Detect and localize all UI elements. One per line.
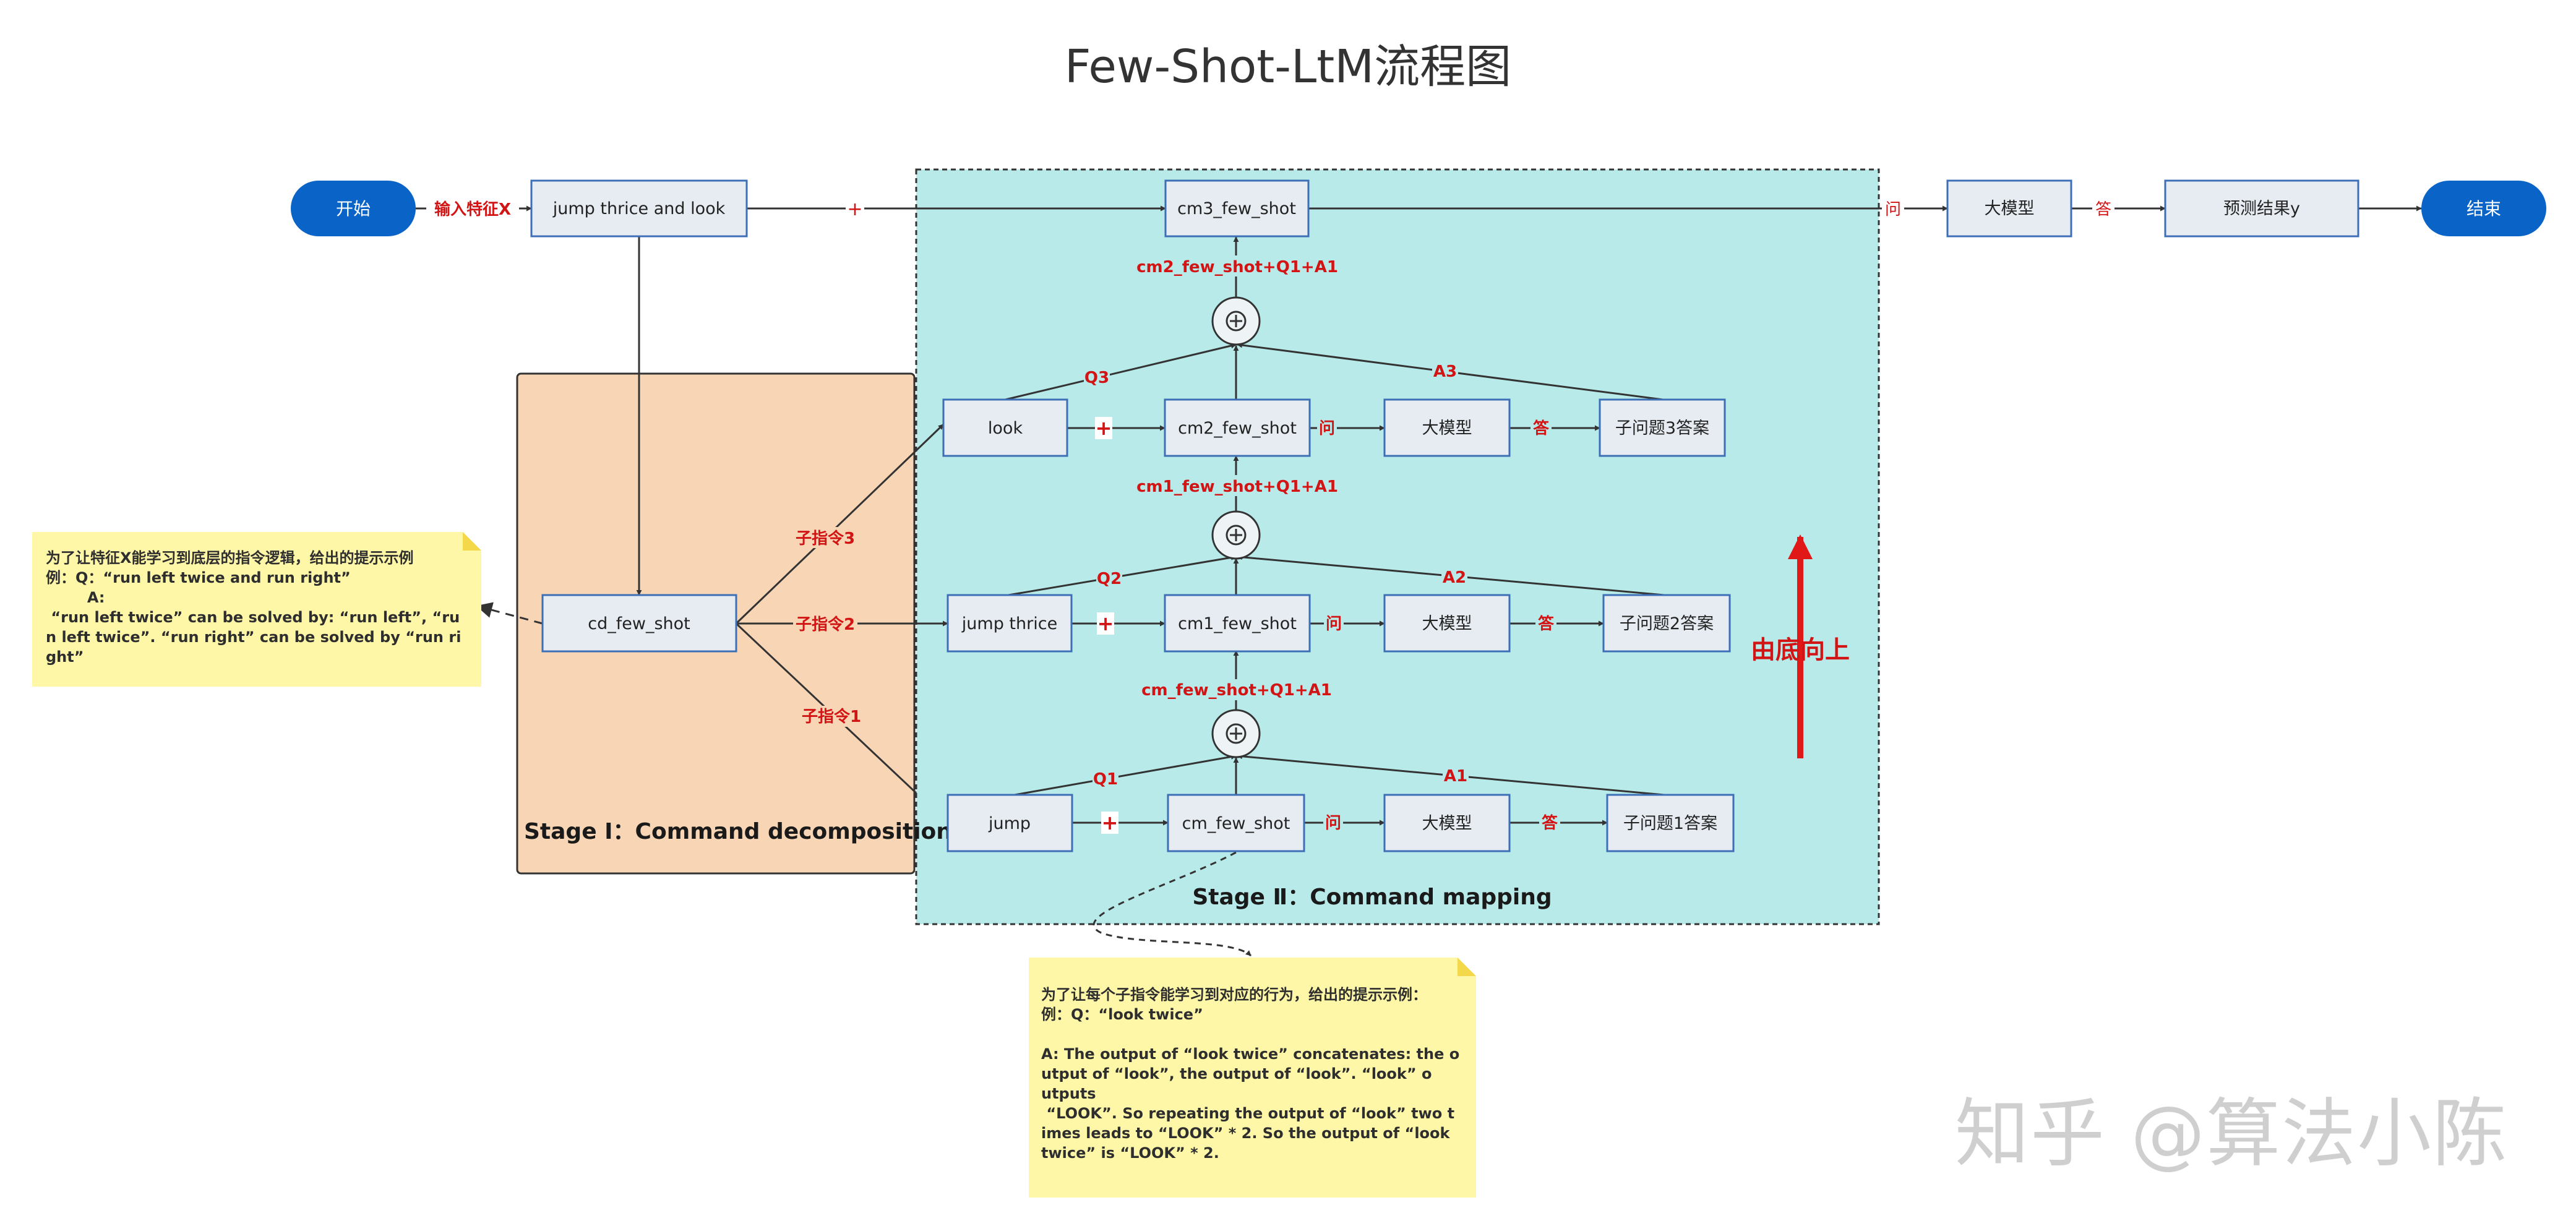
answer3-node <box>1599 398 1726 457</box>
end-node: 结束 <box>2421 181 2546 236</box>
edge-label-input: 输入特征X <box>434 200 511 219</box>
edge-label-ask-r2: 问 <box>1326 615 1342 633</box>
edge-label-plus-r3: + <box>1096 416 1112 440</box>
edge-cd-look <box>735 423 945 625</box>
llm-q1-label: 大模型 <box>1422 814 1472 833</box>
prediction-node <box>2164 179 2359 238</box>
note-left-line: 为了让特征X能学习到底层的指令逻辑，给出的提示示例 <box>46 549 414 567</box>
edge-label-ask-r3: 问 <box>1319 419 1335 438</box>
llm-q2-label: 大模型 <box>1422 614 1472 633</box>
note-bottom-line: 例：Q：“look twice” <box>1041 1006 1203 1023</box>
note-decomposition-example: 为了让特征X能学习到底层的指令逻辑，给出的提示示例 例：Q：“run left … <box>32 532 481 687</box>
final-llm-node <box>1946 179 2072 238</box>
stage-decomposition-label: Stage Ⅰ：Command decomposition <box>524 819 952 844</box>
llm-q3-label: 大模型 <box>1422 419 1472 438</box>
note-left-line: n left twice”. “run right” can be solved… <box>46 628 462 646</box>
note-mapping-example: 为了让每个子指令能学习到对应的行为，给出的提示示例： 例：Q：“look twi… <box>1029 958 1476 1198</box>
jump-thrice-node <box>947 594 1073 653</box>
edge-label-q2: Q2 <box>1097 570 1122 588</box>
note-bottom-line: twice” is “LOOK” * 2. <box>1041 1144 1219 1162</box>
watermark: 知乎 @算法小陈 <box>1955 1091 2509 1177</box>
edge-label-a3: A3 <box>1433 362 1457 381</box>
final-llm-label: 大模型 <box>1985 199 2035 218</box>
edge-label-answer-top: 答 <box>2095 200 2111 219</box>
edge-label-ask-top: 问 <box>1885 200 1901 219</box>
answer2-label: 子问题2答案 <box>1620 614 1714 633</box>
plus-circle-2 <box>1211 510 1261 560</box>
edge-label-plus-r2: + <box>1097 612 1114 635</box>
cm1-few-shot-label: cm1_few_shot <box>1178 614 1297 633</box>
edge-label-sub1: 子指令1 <box>802 707 861 726</box>
prediction-label: 预测结果y <box>2223 199 2300 218</box>
diagram-title: Few-Shot-LtM流程图 <box>1065 40 1511 93</box>
edge-cd-note <box>476 602 543 625</box>
edge-label-a2: A2 <box>1443 568 1466 587</box>
note-fold-icon <box>1458 958 1476 976</box>
direction-label: 由底向上 <box>1751 636 1850 664</box>
edge-label-plus-r1: + <box>1102 811 1118 834</box>
note-bottom-line: imes leads to “LOOK” * 2. So the output … <box>1041 1125 1450 1142</box>
input-command-label: jump thrice and look <box>552 199 726 218</box>
stage-mapping-label: Stage Ⅱ：Command mapping <box>1192 885 1552 910</box>
note-left-line: 例：Q：“run left twice and run right” <box>46 569 351 586</box>
edge-cm-note <box>1093 851 1252 957</box>
note-bottom-line <box>1041 1024 1464 1044</box>
note-bottom-line: 为了让每个子指令能学习到对应的行为，给出的提示示例： <box>1041 986 1427 1003</box>
note-fold-icon <box>463 532 481 551</box>
plus-circle-1 <box>1211 709 1261 758</box>
note-bottom-line: “LOOK”. So repeating the output of “look… <box>1041 1105 1455 1122</box>
jump-thrice-label: jump thrice <box>961 614 1057 633</box>
edge-label-plus-top: + <box>847 199 862 220</box>
cm2-few-shot-node <box>1164 398 1311 457</box>
edge-label-answer-r3: 答 <box>1533 419 1550 438</box>
edge-label-a1: A1 <box>1444 767 1467 786</box>
note-left-line: A: <box>46 589 105 606</box>
edge-label-ask-r1: 问 <box>1325 814 1341 833</box>
jump-label: jump <box>988 814 1031 833</box>
edge-label-answer-r1: 答 <box>1542 813 1558 833</box>
edge-label-q1: Q1 <box>1093 770 1118 789</box>
svg-text:结束: 结束 <box>2467 199 2501 219</box>
note-left-line: ght” <box>46 648 84 666</box>
cd-few-shot-label: cd_few_shot <box>588 614 690 633</box>
note-bottom-line: A: The output of “look twice” concatenat… <box>1041 1045 1460 1063</box>
cm-few-shot-node <box>1167 794 1305 852</box>
answer1-node <box>1606 794 1735 852</box>
edge-look-plus3 <box>1005 343 1237 401</box>
cm3-few-shot-node <box>1164 179 1310 238</box>
plus-circle-3 <box>1211 296 1261 346</box>
cd-few-shot-node <box>541 594 737 653</box>
start-node: 开始 <box>291 181 416 236</box>
answer3-label: 子问题3答案 <box>1615 419 1709 438</box>
answer2-node <box>1602 594 1731 653</box>
note-bottom-line: utputs <box>1041 1085 1096 1102</box>
look-label: look <box>988 419 1023 438</box>
input-command-node <box>530 179 748 238</box>
cm2-few-shot-label: cm2_few_shot <box>1178 419 1297 438</box>
llm-q1-node <box>1383 794 1511 852</box>
edge-label-sub2: 子指令2 <box>796 615 855 634</box>
edge-label-q3: Q3 <box>1084 369 1109 387</box>
edge-label-sum3: cm2_few_shot+Q1+A1 <box>1136 258 1338 276</box>
cm3-few-shot-label: cm3_few_shot <box>1177 199 1296 218</box>
llm-q3-node <box>1383 398 1511 457</box>
note-bottom-line: utput of “look”, the output of “look”. “… <box>1041 1065 1432 1082</box>
cm-few-shot-label: cm_few_shot <box>1182 814 1290 833</box>
edge-jump-plus1 <box>1014 753 1237 796</box>
edge-label-sub3: 子指令3 <box>796 529 855 548</box>
look-node <box>942 398 1068 457</box>
llm-q2-node <box>1383 594 1511 653</box>
note-left-line: “run left twice” can be solved by: “run … <box>46 609 460 626</box>
edge-label-answer-r2: 答 <box>1538 614 1555 633</box>
jump-node <box>947 794 1073 852</box>
cm1-few-shot-node <box>1164 594 1311 653</box>
answer1-label: 子问题1答案 <box>1623 814 1717 833</box>
edge-label-sum2: cm1_few_shot+Q1+A1 <box>1136 478 1338 496</box>
svg-text:开始: 开始 <box>336 199 371 219</box>
edge-label-sum1: cm_few_shot+Q1+A1 <box>1141 681 1332 700</box>
